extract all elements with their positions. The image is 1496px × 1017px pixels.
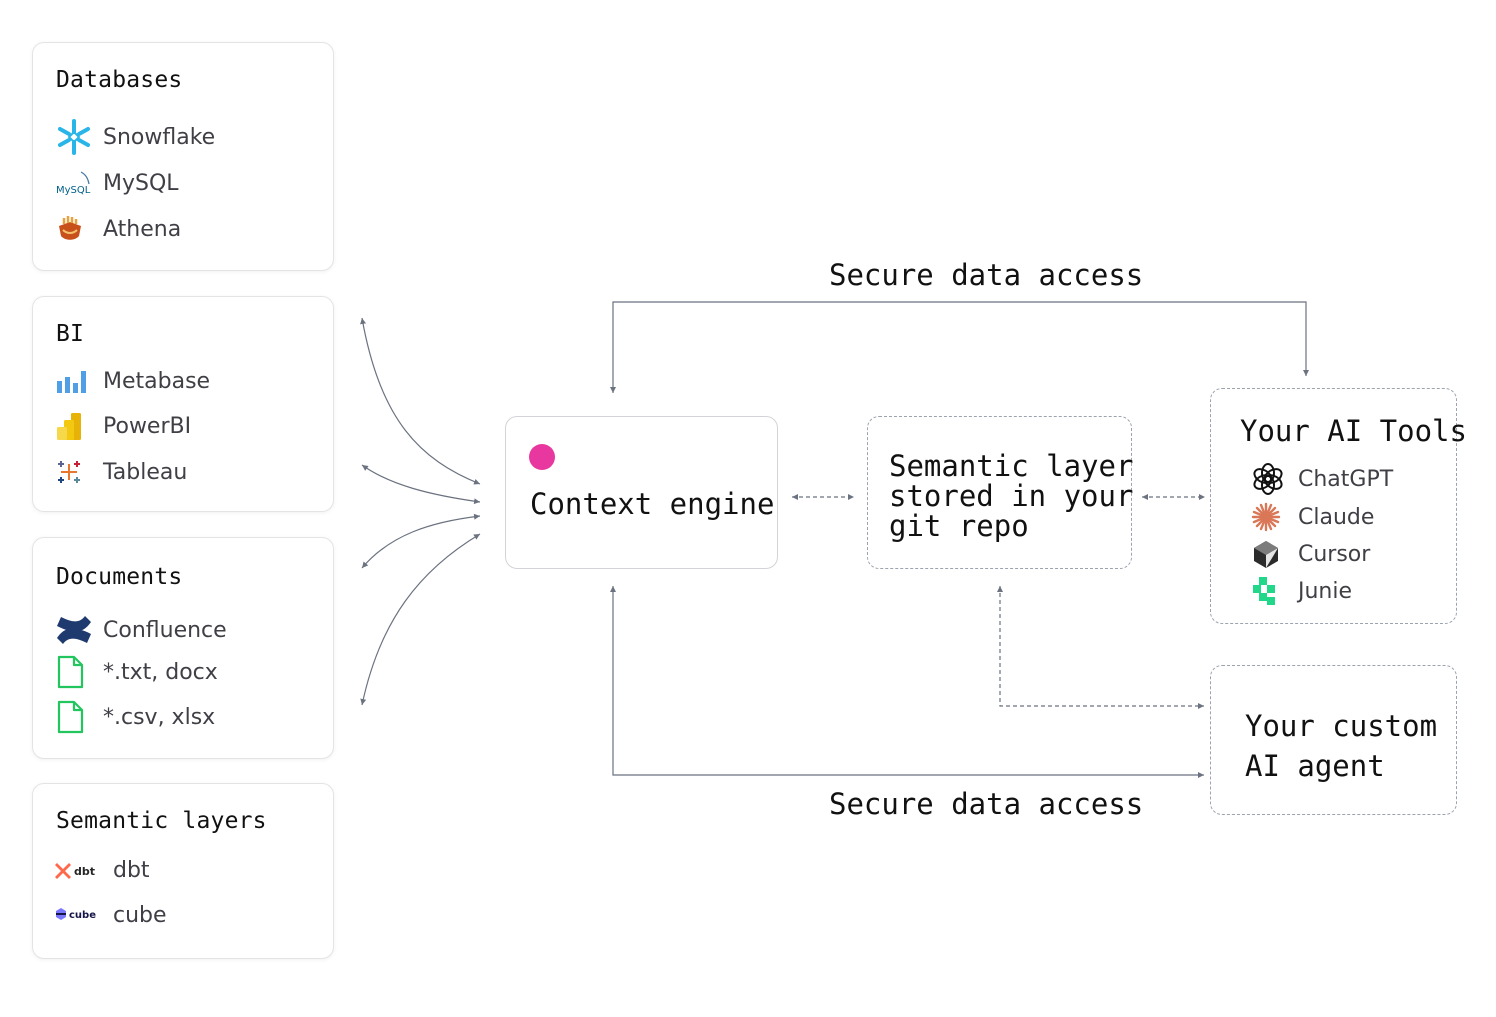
tool-label: Cursor <box>1298 541 1371 567</box>
source-label: Confluence <box>103 617 227 643</box>
custom-agent-line-1: Your custom <box>1245 709 1438 743</box>
metabase-icon <box>55 363 95 399</box>
tool-label: Junie <box>1298 578 1353 604</box>
connector-curve-4 <box>360 533 481 706</box>
documents-card: Documents Confluence *.txt, docx *.csv, … <box>32 537 334 759</box>
source-snowflake[interactable]: Snowflake <box>55 119 215 155</box>
tableau-icon <box>55 454 95 490</box>
source-athena[interactable]: Athena <box>55 211 181 247</box>
connector-curve-2 <box>361 464 481 505</box>
connector-curve-1 <box>360 317 481 485</box>
databases-card: Databases Snowflake MySQL MySQL <box>32 42 334 271</box>
bi-title: BI <box>56 321 85 347</box>
ai-tools-box: Your AI Tools ChatGPT <box>1210 388 1467 624</box>
source-cube[interactable]: cube cube <box>55 897 167 933</box>
source-dbt[interactable]: dbt dbt <box>55 852 150 888</box>
source-label: cube <box>113 902 167 928</box>
source-label: PowerBI <box>103 413 192 439</box>
bottom-access-line <box>610 586 1204 778</box>
mysql-logo-text: MySQL <box>56 185 91 196</box>
tool-chatgpt[interactable]: ChatGPT <box>1251 461 1393 497</box>
source-label: *.csv, xlsx <box>103 704 216 730</box>
tool-label: Claude <box>1298 504 1375 530</box>
bottom-access-label: Secure data access <box>829 787 1144 821</box>
connector-curve-3 <box>361 513 481 569</box>
source-confluence[interactable]: Confluence <box>55 612 227 648</box>
file-icon <box>55 699 95 735</box>
source-label: Athena <box>103 216 182 242</box>
semantic-layer-text: Semantic layer stored in your git repo <box>889 451 1133 541</box>
custom-agent-box[interactable]: Your custom AI agent <box>1210 665 1457 815</box>
source-powerbi[interactable]: PowerBI <box>55 408 191 444</box>
cube-logo-text: cube <box>69 910 96 921</box>
semantic-agent-link <box>997 586 1204 709</box>
dbt-logo-text: dbt <box>74 865 95 878</box>
semantic-layer-line-3: git repo <box>889 509 1029 543</box>
dbt-icon: dbt <box>55 852 103 888</box>
ai-tools-title: Your AI Tools <box>1240 414 1467 448</box>
bi-card: BI Metabase PowerBI <box>32 296 334 512</box>
semantic-layer-line-2: stored in your <box>889 479 1134 513</box>
mysql-icon: MySQL <box>55 165 95 201</box>
context-engine-box[interactable]: Context engine <box>505 416 778 569</box>
tool-junie[interactable]: Junie <box>1251 573 1352 609</box>
source-mysql[interactable]: MySQL MySQL <box>55 165 179 201</box>
file-icon <box>55 654 95 690</box>
source-csv-xlsx[interactable]: *.csv, xlsx <box>55 699 215 735</box>
source-label: Snowflake <box>103 124 216 150</box>
cube-icon: cube <box>55 897 103 933</box>
athena-icon <box>55 211 95 247</box>
powerbi-icon <box>55 408 95 444</box>
source-txt-docx[interactable]: *.txt, docx <box>55 654 218 690</box>
context-engine-dot <box>529 444 555 470</box>
source-label: Tableau <box>103 459 188 485</box>
source-metabase[interactable]: Metabase <box>55 363 210 399</box>
semantic-layer-line-1: Semantic layer <box>889 449 1134 483</box>
chatgpt-icon <box>1251 461 1291 497</box>
context-engine-label: Context engine <box>530 487 775 521</box>
tool-label: ChatGPT <box>1298 466 1394 492</box>
cursor-icon <box>1251 536 1291 572</box>
top-access-label: Secure data access <box>829 258 1144 292</box>
junie-icon <box>1251 573 1291 609</box>
source-label: Metabase <box>103 368 211 394</box>
confluence-icon <box>55 612 95 648</box>
source-tableau[interactable]: Tableau <box>55 454 187 490</box>
semantic-layer-box[interactable]: Semantic layer stored in your git repo <box>867 416 1133 569</box>
tool-claude[interactable]: Claude <box>1251 499 1374 535</box>
claude-icon <box>1251 499 1291 535</box>
source-label: dbt <box>113 857 150 883</box>
custom-agent-line-2: AI agent <box>1245 749 1385 783</box>
documents-title: Documents <box>56 564 183 590</box>
tool-cursor[interactable]: Cursor <box>1251 536 1370 572</box>
snowflake-icon <box>55 119 95 155</box>
top-access-line <box>610 301 1309 393</box>
custom-agent-text: Your custom AI agent <box>1245 706 1437 786</box>
source-label: MySQL <box>103 170 179 196</box>
databases-title: Databases <box>56 67 183 93</box>
source-label: *.txt, docx <box>103 659 218 685</box>
semantic-layers-card: Semantic layers dbt dbt cube cube <box>32 783 334 959</box>
semantic-layers-title: Semantic layers <box>56 808 267 834</box>
